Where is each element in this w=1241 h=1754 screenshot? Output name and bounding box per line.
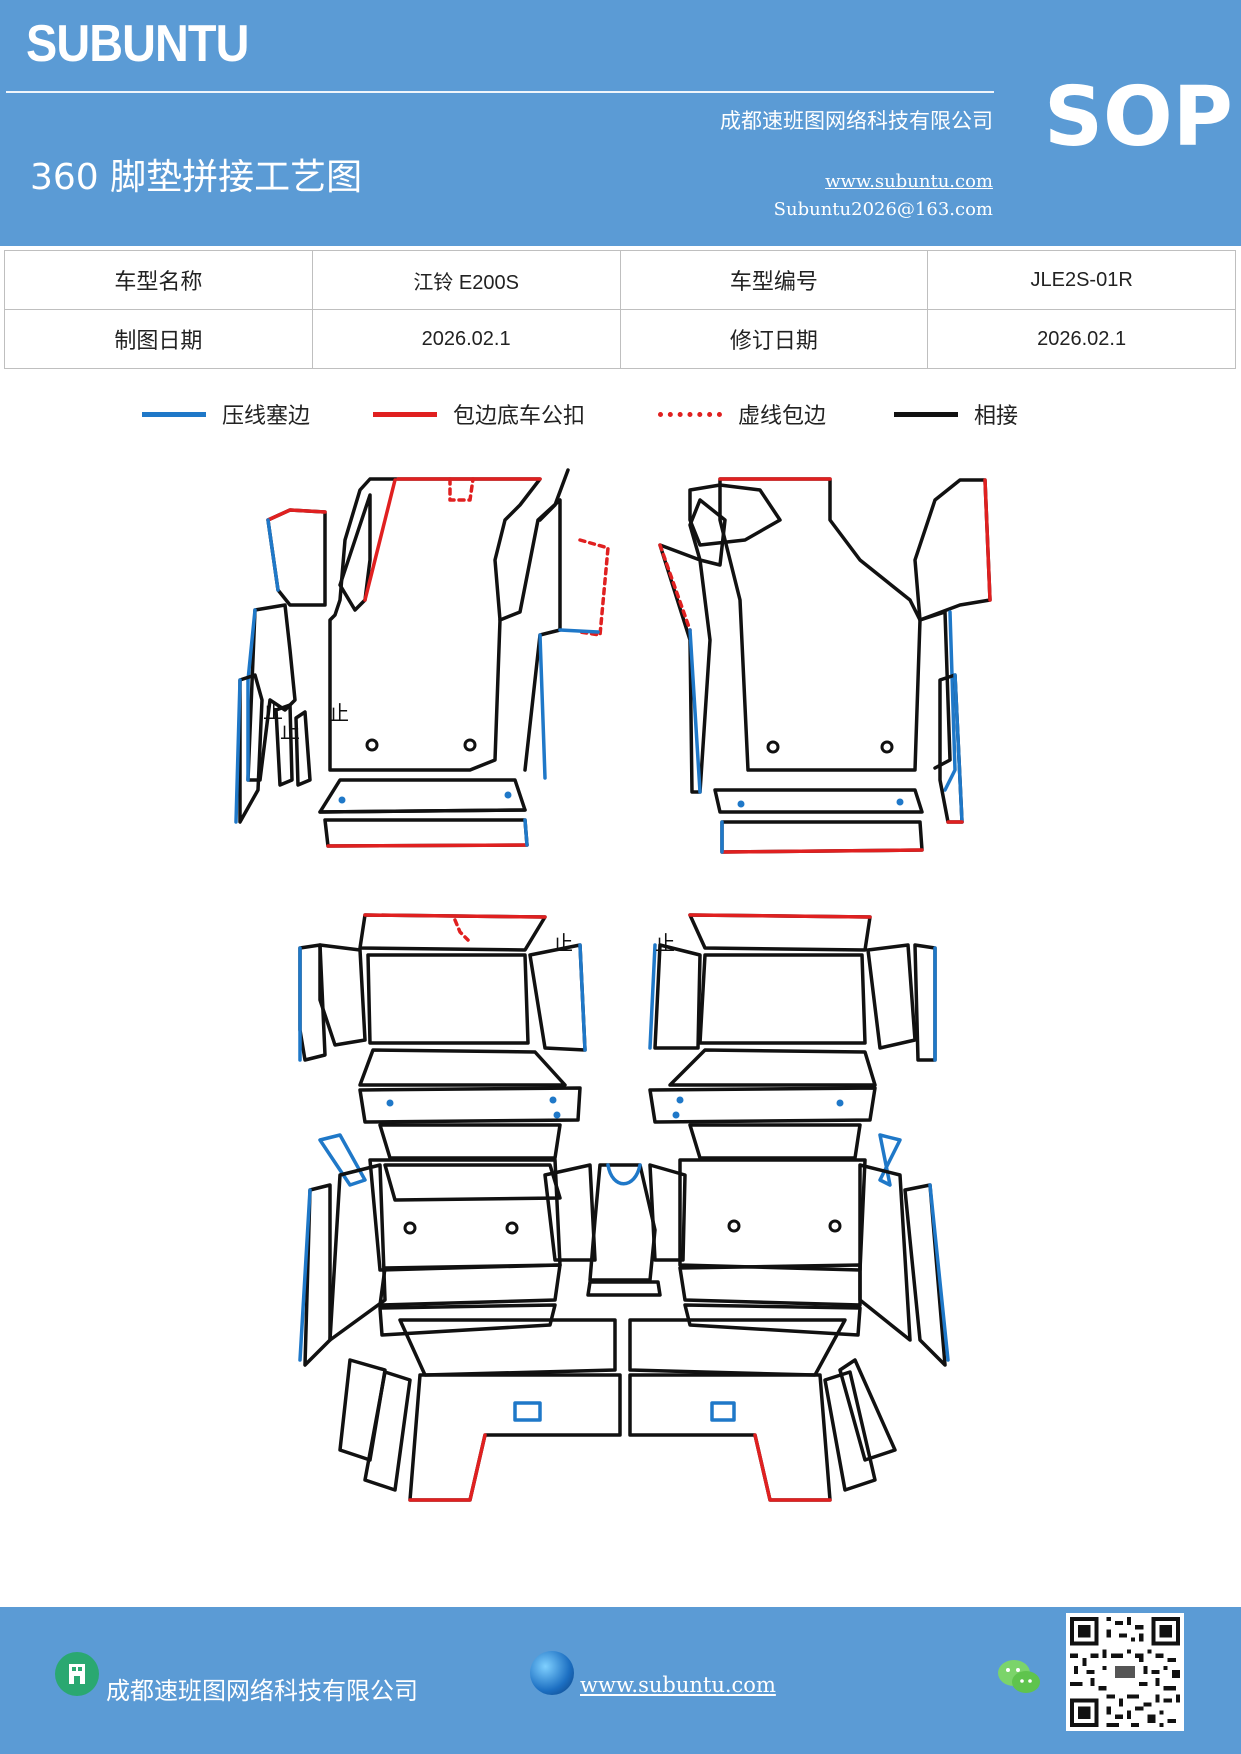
header-divider <box>6 91 994 93</box>
legend-label: 相接 <box>974 404 1019 429</box>
legend-label: 虚线包边 <box>738 404 827 429</box>
stop-mark: 止 <box>655 931 675 955</box>
stop-mark: 止 <box>280 719 300 743</box>
vehicle-info-table: 车型名称 江铃 E200S 车型编号 JLE2S-01R 制图日期 2026.0… <box>4 250 1236 369</box>
header-banner: SUBUNTU 360 脚垫拼接工艺图 成都速班图网络科技有限公司 www.su… <box>0 0 1241 246</box>
draw-date-value: 2026.02.1 <box>311 309 621 369</box>
red-dotted-swatch <box>658 411 722 417</box>
model-code-value: JLE2S-01R <box>927 250 1236 310</box>
stop-mark: 止 <box>329 701 349 725</box>
red-line-swatch <box>373 411 437 417</box>
page-title: 360 脚垫拼接工艺图 <box>30 157 363 198</box>
rear-left-mats <box>298 913 622 1502</box>
legend-item: 压线塞边 <box>142 398 310 430</box>
footer-website-link[interactable]: www.subuntu.com <box>580 1673 776 1697</box>
sop-badge: SOP <box>1044 70 1233 165</box>
black-line-swatch <box>894 411 958 417</box>
legend-item: 相接 <box>894 398 1018 430</box>
globe-icon <box>530 1651 574 1695</box>
revise-date-label: 修订日期 <box>619 309 929 369</box>
rear-right-mats <box>628 913 950 1502</box>
stop-marks: 止 止 止 止 止 <box>263 699 675 955</box>
header-website-link[interactable]: www.subuntu.com <box>825 171 993 192</box>
blue-line-swatch <box>142 411 206 417</box>
draw-date-label: 制图日期 <box>4 309 313 369</box>
stop-mark: 止 <box>553 931 573 955</box>
model-name-label: 车型名称 <box>4 250 313 310</box>
qr-code[interactable] <box>1066 1613 1184 1731</box>
legend-item: 虚线包边 <box>658 398 826 430</box>
footer-company: 成都速班图网络科技有限公司 <box>106 1677 418 1705</box>
model-name-value: 江铃 E200S <box>311 250 621 310</box>
wechat-icon[interactable] <box>996 1657 1042 1697</box>
header-email: Subuntu2026@163.com <box>773 199 993 220</box>
table-row: 制图日期 2026.02.1 修订日期 2026.02.1 <box>4 309 1236 369</box>
table-row: 车型名称 江铃 E200S 车型编号 JLE2S-01R <box>4 250 1236 310</box>
blue-dots <box>338 791 904 1119</box>
rear-center-mat <box>586 1163 662 1297</box>
revise-date-value: 2026.02.1 <box>927 309 1236 369</box>
front-right-mat <box>658 477 992 854</box>
legend-label: 压线塞边 <box>222 404 311 429</box>
legend-label: 包边底车公扣 <box>453 404 586 429</box>
brand-logo: SUBUNTU <box>26 15 249 73</box>
front-left-mat <box>234 468 610 848</box>
mounting-holes <box>365 738 894 1235</box>
model-code-label: 车型编号 <box>619 250 929 310</box>
floor-mat-diagram: 止 止 止 止 止 <box>234 468 992 1502</box>
legend-item: 包边底车公扣 <box>373 398 585 430</box>
line-legend: 压线塞边 包边底车公扣 虚线包边 相接 <box>0 398 1241 438</box>
stop-mark: 止 <box>263 699 283 723</box>
footer-banner: 成都速班图网络科技有限公司 www.subuntu.com <box>0 1607 1241 1754</box>
header-company: 成都速班图网络科技有限公司 <box>720 109 993 133</box>
building-icon <box>55 1652 99 1696</box>
